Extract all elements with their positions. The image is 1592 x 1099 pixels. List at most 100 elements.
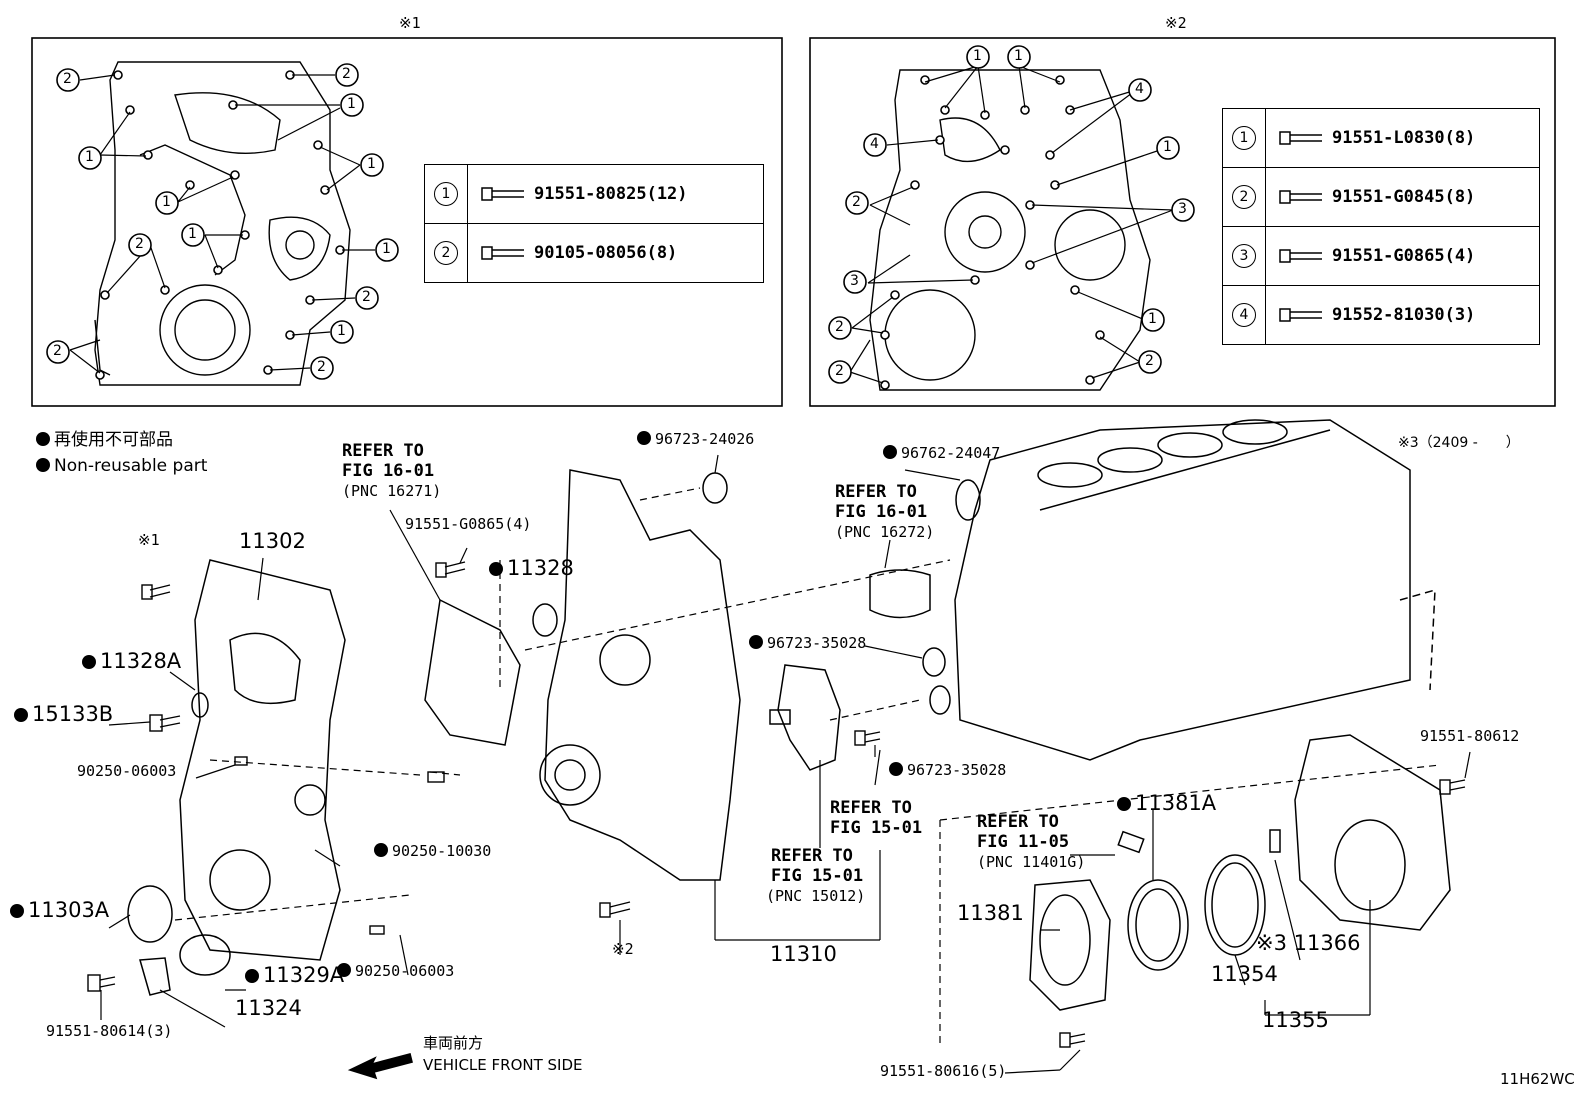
front-jp: 車両前方 bbox=[423, 1034, 484, 1052]
section1-legend: 1 91551-80825(12) 2 90105-08056(8) bbox=[424, 164, 764, 283]
part-96723-24026[interactable]: 96723-24026 bbox=[637, 431, 754, 447]
part-11355[interactable]: 11355 bbox=[1262, 1008, 1329, 1032]
part-11324[interactable]: 11324 bbox=[235, 996, 302, 1020]
part-11310[interactable]: 11310 bbox=[770, 942, 837, 966]
section1-cover-outline bbox=[94, 61, 351, 386]
part-11329A[interactable]: 11329A bbox=[245, 965, 344, 986]
callout-2: 2 bbox=[835, 319, 844, 335]
callout-1: 1 bbox=[1014, 48, 1023, 64]
part-96723-35028-a[interactable]: 96723-35028 bbox=[749, 635, 866, 651]
part-11328A[interactable]: 11328A bbox=[82, 651, 181, 672]
callout-2: 2 bbox=[1145, 353, 1154, 369]
part-15133B[interactable]: 15133B bbox=[14, 704, 113, 725]
callout-2: 2 bbox=[53, 343, 62, 359]
part-90250-06003-b[interactable]: 90250-06003 bbox=[337, 963, 454, 979]
bolt-icon bbox=[1279, 131, 1322, 145]
refer-line2: FIG 15-01 bbox=[830, 818, 923, 838]
refer-line1: REFER TO bbox=[835, 482, 917, 502]
part-96762-24047[interactable]: 96762-24047 bbox=[883, 445, 1000, 461]
part-11302[interactable]: 11302 bbox=[239, 529, 306, 553]
mark-1: ※1 bbox=[138, 531, 160, 549]
non-reusable-dot-icon bbox=[14, 708, 28, 722]
dashed-guides bbox=[174, 487, 1441, 1045]
callout-1: 1 bbox=[1163, 139, 1172, 155]
bolt-icon bbox=[1279, 249, 1322, 263]
part-number[interactable]: 90105-08056(8) bbox=[534, 243, 678, 263]
part-91551-G0865[interactable]: 91551-G0865(4) bbox=[405, 515, 532, 533]
timing-cover-11302 bbox=[179, 559, 346, 961]
callout-number: 3 bbox=[1232, 244, 1256, 268]
part-number[interactable]: 91552-81030(3) bbox=[1332, 305, 1476, 325]
section1-mark: ※1 bbox=[399, 14, 421, 32]
part-11366[interactable]: ※3 11366 bbox=[1256, 931, 1361, 955]
callout-1: 1 bbox=[382, 241, 391, 257]
non-reusable-dot-icon bbox=[1117, 797, 1131, 811]
part-96723-35028-b[interactable]: 96723-35028 bbox=[889, 762, 1006, 778]
callout-1: 1 bbox=[973, 48, 982, 64]
section2-box bbox=[809, 37, 1556, 407]
non-reusable-dot-icon bbox=[889, 762, 903, 776]
callout-1: 1 bbox=[85, 149, 94, 165]
part-number[interactable]: 91551-G0865(4) bbox=[1332, 246, 1476, 266]
part-11381A[interactable]: 11381A bbox=[1117, 793, 1216, 814]
part-91551-80612[interactable]: 91551-80612 bbox=[1420, 727, 1520, 745]
callout-2: 2 bbox=[317, 359, 326, 375]
non-reusable-dot-icon bbox=[637, 431, 651, 445]
part-number[interactable]: 91551-80825(12) bbox=[534, 184, 688, 204]
section2-leaders bbox=[849, 65, 1174, 384]
legend-row: 2 91551-G0845(8) bbox=[1222, 167, 1540, 227]
non-reusable-dot-icon bbox=[36, 432, 50, 446]
section1-leaders bbox=[69, 74, 375, 374]
callout-3: 3 bbox=[1178, 201, 1187, 217]
refer-line1: REFER TO bbox=[771, 846, 853, 866]
non-reusable-dot-icon bbox=[337, 963, 351, 977]
part-11354[interactable]: 11354 bbox=[1211, 962, 1278, 986]
front-arrow-icon bbox=[347, 1053, 413, 1080]
water-pump bbox=[769, 664, 841, 771]
part-11303A[interactable]: 11303A bbox=[10, 900, 109, 921]
callout-2: 2 bbox=[835, 363, 844, 379]
part-11328[interactable]: 11328 bbox=[489, 558, 574, 579]
section2-mark: ※2 bbox=[1165, 14, 1187, 32]
callout-1: 1 bbox=[367, 156, 376, 172]
callout-1: 1 bbox=[337, 323, 346, 339]
mark-2: ※2 bbox=[612, 940, 634, 958]
callout-2: 2 bbox=[63, 71, 72, 87]
part-number[interactable]: 91551-G0845(8) bbox=[1332, 187, 1476, 207]
part-91551-80614[interactable]: 91551-80614(3) bbox=[46, 1022, 173, 1040]
part-91551-80616[interactable]: 91551-80616(5) bbox=[880, 1062, 1007, 1080]
refer-line2: FIG 16-01 bbox=[835, 502, 928, 522]
callout-2: 2 bbox=[135, 236, 144, 252]
mark-3: ※3（2409 - ） bbox=[1398, 435, 1520, 451]
bolt-icon bbox=[481, 187, 524, 201]
non-reusable-dot-icon bbox=[10, 904, 24, 918]
refer-line3: (PNC 15012) bbox=[766, 887, 866, 905]
bolt-icon bbox=[1279, 308, 1322, 322]
cylinder-block bbox=[954, 419, 1436, 761]
front-en: VEHICLE FRONT SIDE bbox=[423, 1056, 583, 1074]
section2-callouts bbox=[828, 45, 1195, 384]
part-11381[interactable]: 11381 bbox=[957, 901, 1024, 925]
callout-3: 3 bbox=[850, 273, 859, 289]
part-90250-06003-a[interactable]: 90250-06003 bbox=[77, 762, 177, 780]
bolts bbox=[87, 561, 1466, 1048]
bolt-icon bbox=[1279, 190, 1322, 204]
legend-row: 2 90105-08056(8) bbox=[424, 223, 764, 283]
refer-line1: REFER TO bbox=[830, 798, 912, 818]
non-reusable-dot-icon bbox=[749, 635, 763, 649]
legend-row: 3 91551-G0865(4) bbox=[1222, 226, 1540, 286]
callout-1: 1 bbox=[1148, 311, 1157, 327]
callout-number: 2 bbox=[1232, 185, 1256, 209]
callout-2: 2 bbox=[362, 289, 371, 305]
flange-bolt-icon bbox=[481, 246, 524, 260]
refer-line3: (PNC 16272) bbox=[835, 523, 935, 541]
callout-2: 2 bbox=[342, 66, 351, 82]
section1-box bbox=[31, 37, 783, 407]
leader-lines bbox=[100, 454, 1471, 1074]
oil-pump-gasket bbox=[424, 598, 521, 746]
section2-legend: 1 91551-L0830(8) 2 91551-G0845(8) 3 9155… bbox=[1222, 108, 1540, 345]
refer-line3: (PNC 11401G) bbox=[977, 853, 1086, 871]
part-number[interactable]: 91551-L0830(8) bbox=[1332, 128, 1476, 148]
rear-end-plate-11355 bbox=[1294, 734, 1451, 931]
part-90250-10030[interactable]: 90250-10030 bbox=[374, 843, 491, 859]
